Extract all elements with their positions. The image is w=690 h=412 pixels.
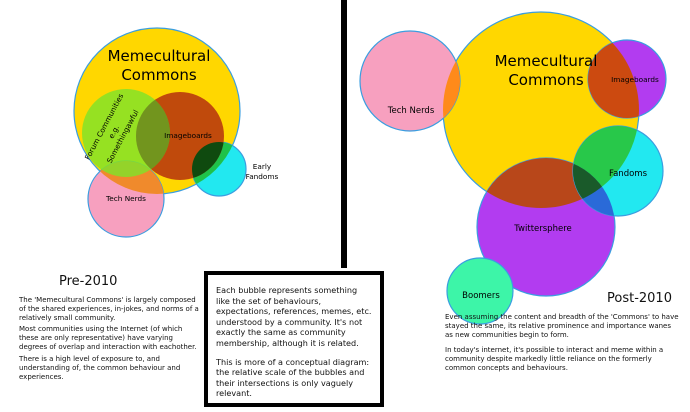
- post-twittersphere-label: Twittersphere: [513, 224, 571, 234]
- pre-commons-label-1: Memecultural: [108, 47, 211, 65]
- pre-tech-label: Tech Nerds: [105, 194, 146, 203]
- pre-early-label-1: Early: [253, 162, 272, 171]
- post-imageboards-label: Imageboards: [611, 75, 659, 84]
- pre-early-label-2: Fandoms: [246, 172, 279, 181]
- note-paragraph-2: This is more of a conceptual diagram: th…: [216, 356, 370, 399]
- post-fandoms-twitter-overlap: [573, 158, 615, 216]
- note-paragraph-1: Each bubble represents something like th…: [216, 285, 372, 348]
- pre-paragraph-3: There is a high level of exposure to, an…: [19, 355, 181, 381]
- post-paragraph-2: In today's internet, it's possible to in…: [445, 346, 664, 372]
- post-imageboards-commons-overlap: [588, 40, 639, 118]
- post-2010-bubbles: Memecultural Commons Tech Nerds Imageboa…: [359, 11, 667, 325]
- pre-2010-heading: Pre-2010: [59, 274, 118, 289]
- pre-paragraph-2: Most communities using the Internet (of …: [19, 325, 197, 351]
- pre-imageboards-label: Imageboards: [164, 131, 212, 140]
- explanation-box: Each bubble represents something like th…: [204, 271, 384, 407]
- pre-2010-bubbles: Memecultural Commons Forum Communities e…: [73, 27, 279, 238]
- pre-forum-imageboards-overlap: [136, 92, 170, 177]
- pre-paragraph-1: The 'Memecultural Commons' is largely co…: [19, 296, 199, 322]
- post-commons-label-1: Memecultural: [495, 52, 598, 70]
- post-fandoms-label: Fandoms: [609, 169, 648, 179]
- post-2010-heading: Post-2010: [607, 291, 672, 306]
- post-boomers-label: Boomers: [462, 291, 500, 301]
- pre-commons-label-2: Commons: [121, 66, 197, 84]
- post-paragraph-1: Even assuming the content and breadth of…: [445, 313, 679, 339]
- section-divider: [341, 0, 347, 268]
- post-commons-label-2: Commons: [508, 71, 584, 89]
- post-tech-label: Tech Nerds: [387, 106, 435, 116]
- post-boomers-bubble: [446, 257, 514, 325]
